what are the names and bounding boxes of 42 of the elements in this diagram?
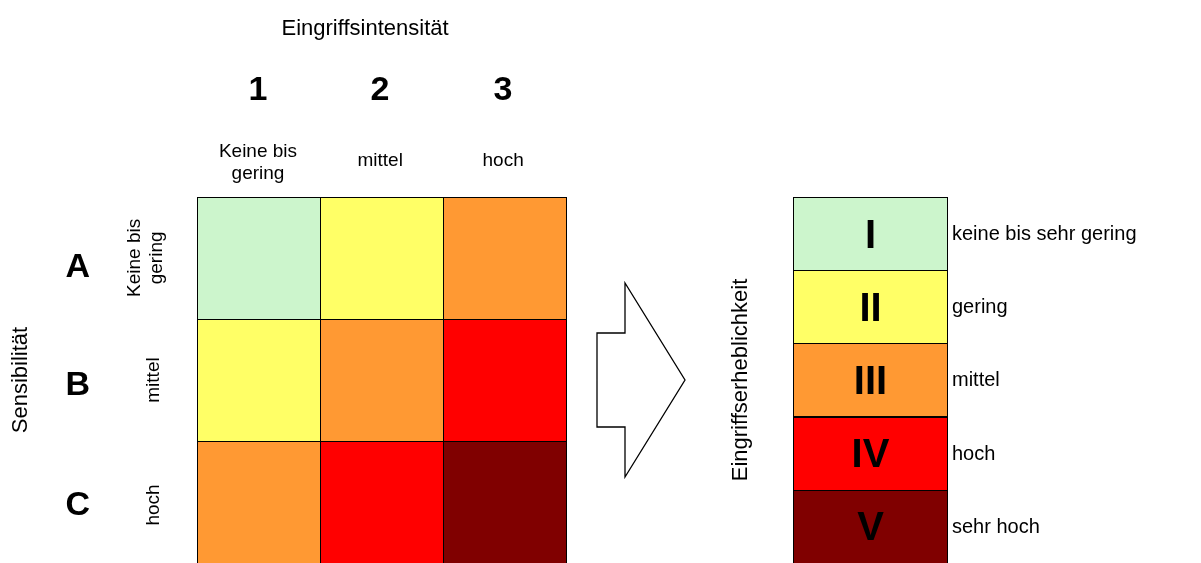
row-label: hoch — [141, 484, 164, 526]
column-number: 2 — [370, 68, 390, 108]
block-arrow — [596, 280, 686, 480]
column-number: 1 — [248, 68, 268, 108]
scale-cell — [793, 270, 948, 345]
class-numeral: I — [864, 211, 877, 257]
matrix-cell — [320, 319, 444, 442]
scale-cell — [793, 416, 948, 491]
class-description: mittel — [952, 368, 1000, 392]
class-numeral: V — [857, 504, 884, 550]
scale-bar — [793, 197, 948, 563]
column-label: mittel — [357, 149, 403, 171]
column-number: 3 — [493, 68, 513, 108]
scale-cell — [793, 343, 948, 418]
column-label: hoch — [482, 149, 524, 171]
row-label: Keine bis gering — [123, 217, 167, 299]
row-letter: A — [65, 245, 91, 285]
class-description: keine bis sehr gering — [952, 222, 1137, 245]
class-numeral: III — [853, 357, 888, 403]
matrix-cell — [320, 197, 444, 320]
column-label: Keine bis gering — [217, 140, 299, 184]
scale-cell — [793, 197, 948, 271]
row-label: mittel — [141, 357, 164, 403]
axis-title: Eingriffserheblichkeit — [726, 278, 753, 482]
axis-title: Eingriffsintensität — [281, 15, 449, 41]
class-description: sehr hoch — [952, 514, 1040, 538]
class-description: gering — [952, 295, 1008, 319]
class-description: hoch — [952, 441, 996, 465]
matrix-cell — [443, 319, 567, 442]
class-numeral: II — [859, 284, 882, 330]
scale-cell — [793, 489, 948, 563]
row-letter: C — [65, 483, 91, 523]
matrix-cell — [320, 441, 444, 563]
matrix-cell — [197, 319, 321, 442]
matrix-cell — [197, 441, 321, 563]
risk-matrix — [197, 197, 567, 563]
matrix-cell — [443, 197, 567, 320]
matrix-cell — [197, 197, 321, 320]
matrix-cell — [443, 441, 567, 563]
class-numeral: IV — [851, 431, 890, 477]
axis-title: Sensibilität — [7, 326, 34, 434]
row-letter: B — [65, 363, 91, 403]
